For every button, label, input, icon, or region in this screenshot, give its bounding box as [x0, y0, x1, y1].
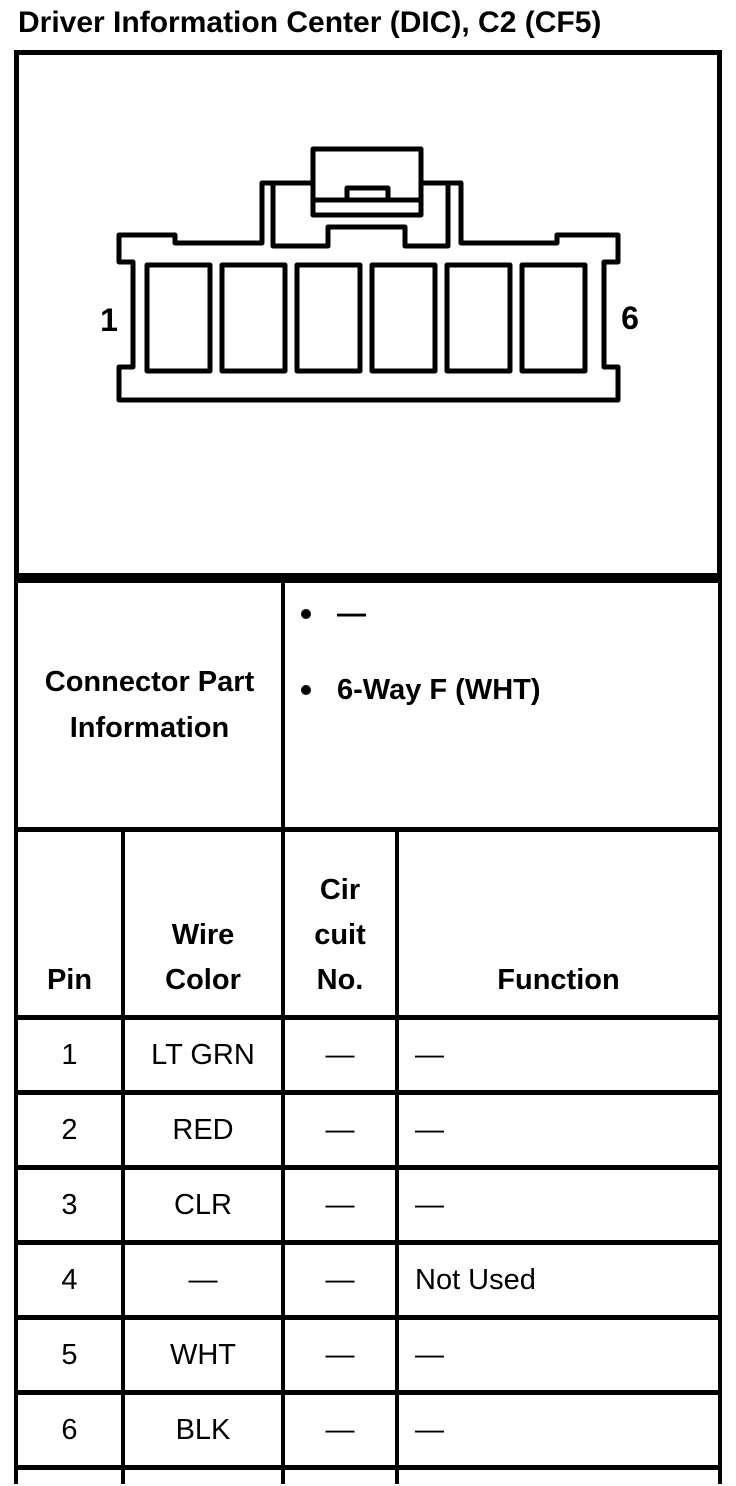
part-info-header-cell: Connector Part Information: [18, 583, 281, 827]
pin-cell: 6: [18, 1395, 121, 1465]
pin-slot-3: [294, 262, 363, 374]
wire-color-cell: BLK: [125, 1395, 281, 1465]
pin-slot-4: [369, 262, 438, 374]
pin-cell: 5: [18, 1320, 121, 1390]
function-cell: —: [399, 1320, 718, 1390]
connector-info-table: Connector Part Information — 6-Way F (WH…: [14, 578, 722, 1470]
part-info-label-line2: Information: [69, 712, 230, 744]
function-cell: —: [399, 1020, 718, 1090]
table-border-stub: [14, 1470, 18, 1484]
pin-slot-5: [444, 262, 513, 374]
header-function: Function: [399, 832, 718, 1015]
connector-body-outline: [116, 180, 621, 403]
part-info-label-line1: Connector Part: [44, 666, 255, 698]
pin-cell: 2: [18, 1095, 121, 1165]
pin-slot-1: [144, 262, 213, 374]
circuit-no-cell: —: [285, 1245, 395, 1315]
pin-slot-6: [519, 262, 588, 374]
circuit-no-cell: —: [285, 1095, 395, 1165]
function-cell: —: [399, 1095, 718, 1165]
latch-tab-outline: [310, 146, 424, 218]
table-border-stub: [281, 1470, 285, 1484]
bullet-dot-icon: [301, 609, 311, 619]
housing-inner-outline: [270, 180, 451, 249]
wire-color-cell: WHT: [125, 1320, 281, 1390]
part-info-bullet-item: —: [301, 597, 718, 631]
function-cell: —: [399, 1395, 718, 1465]
circuit-no-cell: —: [285, 1170, 395, 1240]
pin-cell: 1: [18, 1020, 121, 1090]
pin-cell: 4: [18, 1245, 121, 1315]
page-title: Driver Information Center (DIC), C2 (CF5…: [18, 6, 602, 39]
connector-figure-box: 1 6: [14, 50, 722, 578]
pin-6-label: 6: [621, 300, 639, 336]
pin-cell: 3: [18, 1170, 121, 1240]
wire-color-cell: CLR: [125, 1170, 281, 1240]
part-info-bullet-text: 6-Way F (WHT): [337, 674, 541, 706]
table-border-stub: [718, 1470, 722, 1484]
pin-slot-2: [219, 262, 288, 374]
table-border-stub: [395, 1470, 399, 1484]
part-info-bullet-item: 6-Way F (WHT): [301, 673, 718, 707]
latch-inner-tab: [344, 185, 391, 203]
part-info-bullet-text: —: [337, 598, 366, 630]
pin-1-label: 1: [100, 302, 118, 338]
function-cell: —: [399, 1170, 718, 1240]
function-cell: Not Used: [399, 1245, 718, 1315]
bullet-dot-icon: [301, 685, 311, 695]
wire-color-cell: RED: [125, 1095, 281, 1165]
circuit-no-cell: —: [285, 1395, 395, 1465]
circuit-no-cell: —: [285, 1320, 395, 1390]
part-info-value-cell: — 6-Way F (WHT): [285, 583, 718, 827]
table-continuation-stubs: [14, 1470, 722, 1486]
header-wire-color: Wire Color: [125, 832, 281, 1015]
header-circuit-no: Cir cuit No.: [285, 832, 395, 1015]
wire-color-cell: —: [125, 1245, 281, 1315]
header-pin: Pin: [18, 832, 121, 1015]
connector-drawing: 1 6: [100, 146, 639, 403]
circuit-no-cell: —: [285, 1020, 395, 1090]
table-border-stub: [121, 1470, 125, 1484]
wire-color-cell: LT GRN: [125, 1020, 281, 1090]
